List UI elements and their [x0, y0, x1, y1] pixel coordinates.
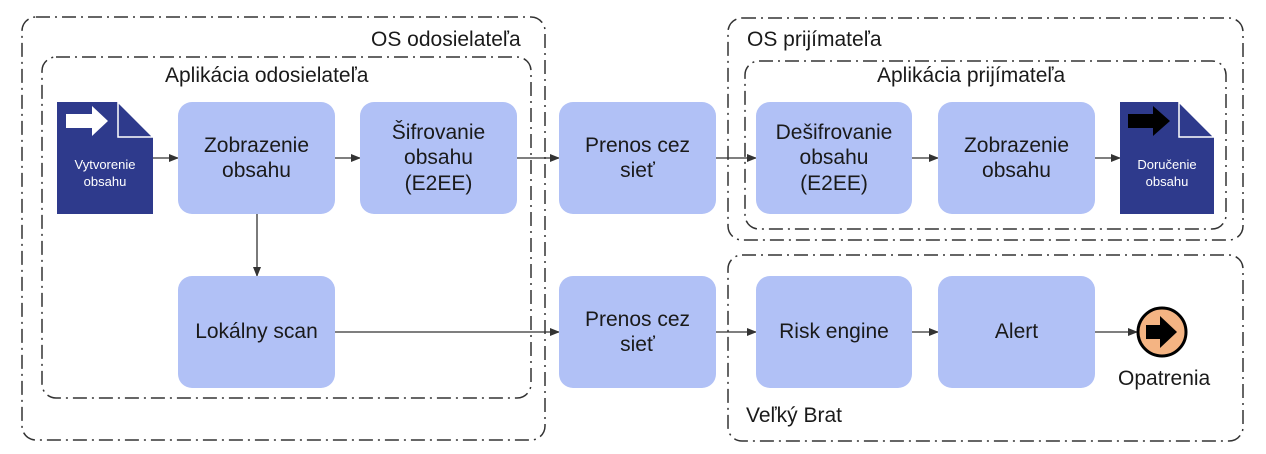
document-arrow-icon	[1120, 100, 1216, 214]
node-line: Risk engine	[779, 320, 889, 344]
sender-app-border	[41, 56, 532, 399]
network-transfer-top-node: Prenos cez sieť	[559, 102, 716, 214]
node-line: obsahu	[982, 159, 1051, 182]
node-line: Doručenie	[1137, 157, 1197, 172]
node-line: sieť	[620, 159, 655, 182]
node-line: obsahu	[222, 159, 291, 182]
node-line: Vytvorenie	[74, 157, 136, 172]
arrow-circle-icon	[1136, 306, 1188, 358]
receiver-os-border	[727, 17, 1244, 241]
risk-engine-node: Risk engine	[756, 276, 912, 388]
receiver-app-border	[744, 60, 1227, 230]
network-transfer-bottom-node: Prenos cez sieť	[559, 276, 716, 388]
document-arrow-icon	[57, 100, 155, 214]
big-brother-label: Veľký Brat	[746, 404, 842, 427]
node-line: (E2EE)	[404, 171, 473, 195]
alert-node: Alert	[938, 276, 1095, 388]
node-line: Prenos cez	[584, 133, 691, 157]
node-line: Šifrovanie	[391, 121, 486, 145]
sender-os-label: OS odosielateľa	[371, 28, 521, 51]
display-content-receiver-node: Zobrazenie obsahu	[938, 102, 1095, 214]
receiver-app-label: Aplikácia prijímateľa	[877, 64, 1066, 87]
display-content-sender-node: Zobrazenie obsahu	[178, 102, 335, 214]
node-line: Dešifrovanie	[775, 121, 893, 145]
node-line: Lokálny scan	[195, 320, 318, 344]
node-line: obsahu	[83, 173, 127, 189]
node-line: obsahu	[799, 146, 869, 170]
node-line: Zobrazenie	[203, 133, 310, 157]
sender-os-border	[21, 16, 546, 441]
node-line: obsahu	[1145, 173, 1189, 189]
decrypt-content-node: Dešifrovanie obsahu (E2EE)	[756, 102, 912, 214]
receiver-os-label: OS prijímateľa	[747, 28, 882, 51]
big-brother-border	[727, 254, 1244, 442]
local-scan-node: Lokálny scan	[178, 276, 335, 388]
node-line: sieť	[620, 333, 655, 356]
sender-app-label: Aplikácia odosielateľa	[165, 64, 369, 87]
node-line: Alert	[994, 320, 1039, 344]
encrypt-content-node: Šifrovanie obsahu (E2EE)	[360, 102, 517, 214]
deliver-content-node: Doručenie obsahu	[1120, 157, 1214, 191]
node-line: Prenos cez	[584, 307, 691, 331]
node-line: Zobrazenie	[963, 133, 1070, 157]
create-content-node: Vytvorenie obsahu	[57, 157, 153, 191]
node-line: obsahu	[404, 146, 473, 170]
measures-label: Opatrenia	[1118, 367, 1211, 390]
node-line: (E2EE)	[800, 171, 868, 195]
